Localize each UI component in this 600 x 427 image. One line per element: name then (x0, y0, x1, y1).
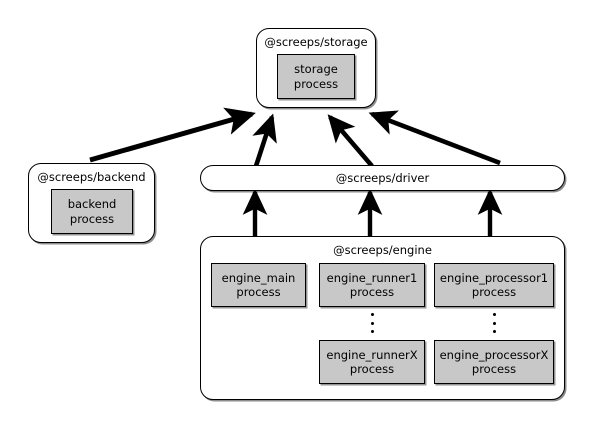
edge-backend-to-storage (89, 107, 256, 163)
process-backend-line1: backend (67, 197, 117, 211)
process-engine-processorx[interactable]: engine_processorX process (434, 340, 554, 384)
package-driver[interactable]: @screeps/driver (200, 165, 565, 191)
edge-driver-left-to-storage (252, 113, 277, 167)
process-engine-main[interactable]: engine_main process (211, 263, 306, 307)
process-engine-main-line2: process (236, 285, 281, 299)
process-engine-runner1-line1: engine_runner1 (326, 270, 418, 285)
process-engine-processor1-line2: process (471, 285, 517, 299)
process-engine-runner1[interactable]: engine_runner1 process (319, 263, 425, 307)
runner-ellipsis-icon (365, 313, 379, 333)
package-storage-label: @screeps/storage (264, 35, 368, 49)
process-engine-processor1-line1: engine_processor1 (439, 270, 549, 285)
process-engine-processorx-line2: process (471, 362, 517, 376)
package-engine-label: @screeps/engine (333, 243, 432, 257)
edge-driver-right-to-storage (368, 110, 501, 166)
process-backend[interactable]: backend process (51, 189, 133, 234)
package-engine[interactable]: @screeps/engine engine_main process engi… (200, 236, 565, 400)
package-backend[interactable]: @screeps/backend backend process (28, 163, 155, 243)
package-storage[interactable]: @screeps/storage storage process (256, 28, 376, 108)
process-engine-processor1[interactable]: engine_processor1 process (434, 263, 554, 307)
process-storage-line2: process (293, 76, 339, 91)
process-engine-main-line1: engine_main (221, 270, 296, 285)
process-storage-line1: storage (294, 62, 338, 76)
process-storage[interactable]: storage process (277, 54, 355, 99)
package-backend-label: @screeps/backend (37, 170, 146, 184)
processor-ellipsis-icon (487, 313, 501, 333)
process-engine-runner1-line2: process (349, 285, 395, 299)
package-driver-label: @screeps/driver (335, 171, 430, 185)
process-engine-runnerx-line1: engine_runnerX (326, 347, 418, 362)
edge-driver-mid-to-storage (327, 114, 374, 168)
process-engine-runnerx[interactable]: engine_runnerX process (319, 340, 425, 384)
process-engine-runnerx-line2: process (349, 362, 395, 376)
process-engine-processorx-line1: engine_processorX (439, 347, 549, 362)
process-backend-line2: process (69, 211, 115, 226)
